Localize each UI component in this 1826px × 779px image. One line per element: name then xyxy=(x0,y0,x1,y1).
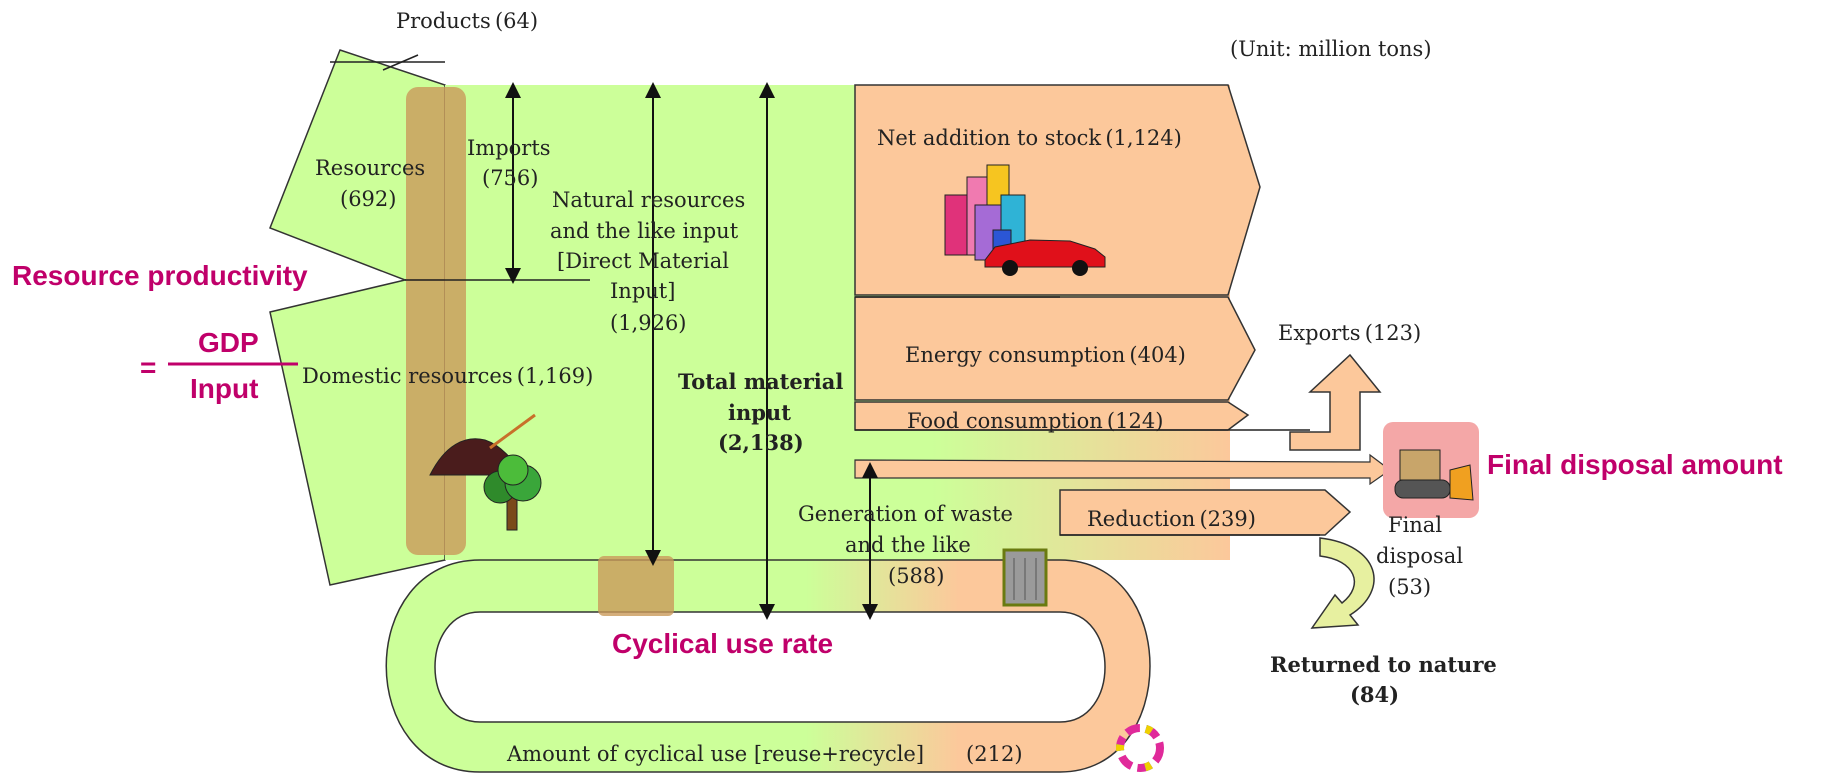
food-consumption-arrow xyxy=(854,401,1250,431)
tree-icon xyxy=(483,454,542,531)
flow-divider-lines xyxy=(330,54,1320,536)
resource-productivity-equals: = xyxy=(140,352,156,383)
final-disposal-line-2: disposal xyxy=(1376,544,1463,568)
returned-to-nature-arrow xyxy=(1310,537,1375,629)
unit-label: (Unit: million tons) xyxy=(1230,37,1432,61)
natural-resources-line-5: (1,926) xyxy=(610,311,687,335)
cyclical-use-rate-title: Cyclical use rate xyxy=(612,628,833,659)
final-disposal-flow-arrow xyxy=(854,453,1392,486)
final-disposal-amount-title: Final disposal amount xyxy=(1487,449,1783,480)
imports-label: Imports xyxy=(467,136,551,160)
waste-generation-line-2: and the like xyxy=(845,533,971,557)
natural-resources-line-2: and the like input xyxy=(550,219,739,243)
natural-resources-line-1: Natural resources xyxy=(552,188,745,212)
soil-pile-icon xyxy=(429,413,536,476)
final-disposal-line-1: Final xyxy=(1388,513,1442,537)
returned-to-nature-line-1: Returned to nature xyxy=(1270,652,1497,677)
returned-to-nature-line-2: (84) xyxy=(1350,682,1399,707)
resource-productivity-title: Resource productivity xyxy=(12,260,308,291)
measurement-arrows xyxy=(505,82,878,620)
products-label: Products (64) xyxy=(396,9,538,33)
natural-resources-line-4: Input] xyxy=(610,279,675,303)
total-material-input-line-1: Total material xyxy=(678,369,843,394)
reduction-arrow xyxy=(1059,489,1352,536)
natural-resources-line-3: [Direct Material xyxy=(557,249,729,273)
energy-consumption-label: Energy consumption (404) xyxy=(905,343,1186,367)
resource-productivity-band xyxy=(406,87,466,555)
buildings-icon xyxy=(944,164,1026,261)
waste-generation-line-1: Generation of waste xyxy=(798,502,1013,526)
exports-arrow xyxy=(1289,353,1382,451)
trash-can-icon xyxy=(1002,548,1048,607)
bulldozer-icon xyxy=(1394,449,1474,501)
net-addition-label: Net addition to stock (1,124) xyxy=(877,126,1182,150)
resources-value: (692) xyxy=(340,187,396,211)
imports-value: (756) xyxy=(482,166,538,190)
total-material-input-line-3: (2,138) xyxy=(718,430,804,455)
resource-productivity-denominator: Input xyxy=(190,373,258,404)
sports-car-icon xyxy=(984,239,1106,276)
cyclical-use-rate-band xyxy=(598,556,674,616)
total-material-input-line-2: input xyxy=(728,400,791,425)
domestic-resources-label: Domestic resources (1,169) xyxy=(302,364,593,388)
cyclical-use-label: Amount of cyclical use [reuse+recycle] (… xyxy=(506,742,1023,766)
waste-generation-line-3: (588) xyxy=(888,564,944,588)
food-consumption-label: Food consumption (124) xyxy=(907,409,1163,433)
final-disposal-line-3: (53) xyxy=(1388,575,1431,599)
exports-label: Exports (123) xyxy=(1278,321,1421,345)
reduction-label: Reduction (239) xyxy=(1087,507,1256,531)
energy-consumption-arrow xyxy=(854,296,1256,401)
resources-label: Resources xyxy=(315,156,425,180)
resource-productivity-numerator: GDP xyxy=(198,327,259,358)
recycle-icon xyxy=(1116,724,1164,772)
